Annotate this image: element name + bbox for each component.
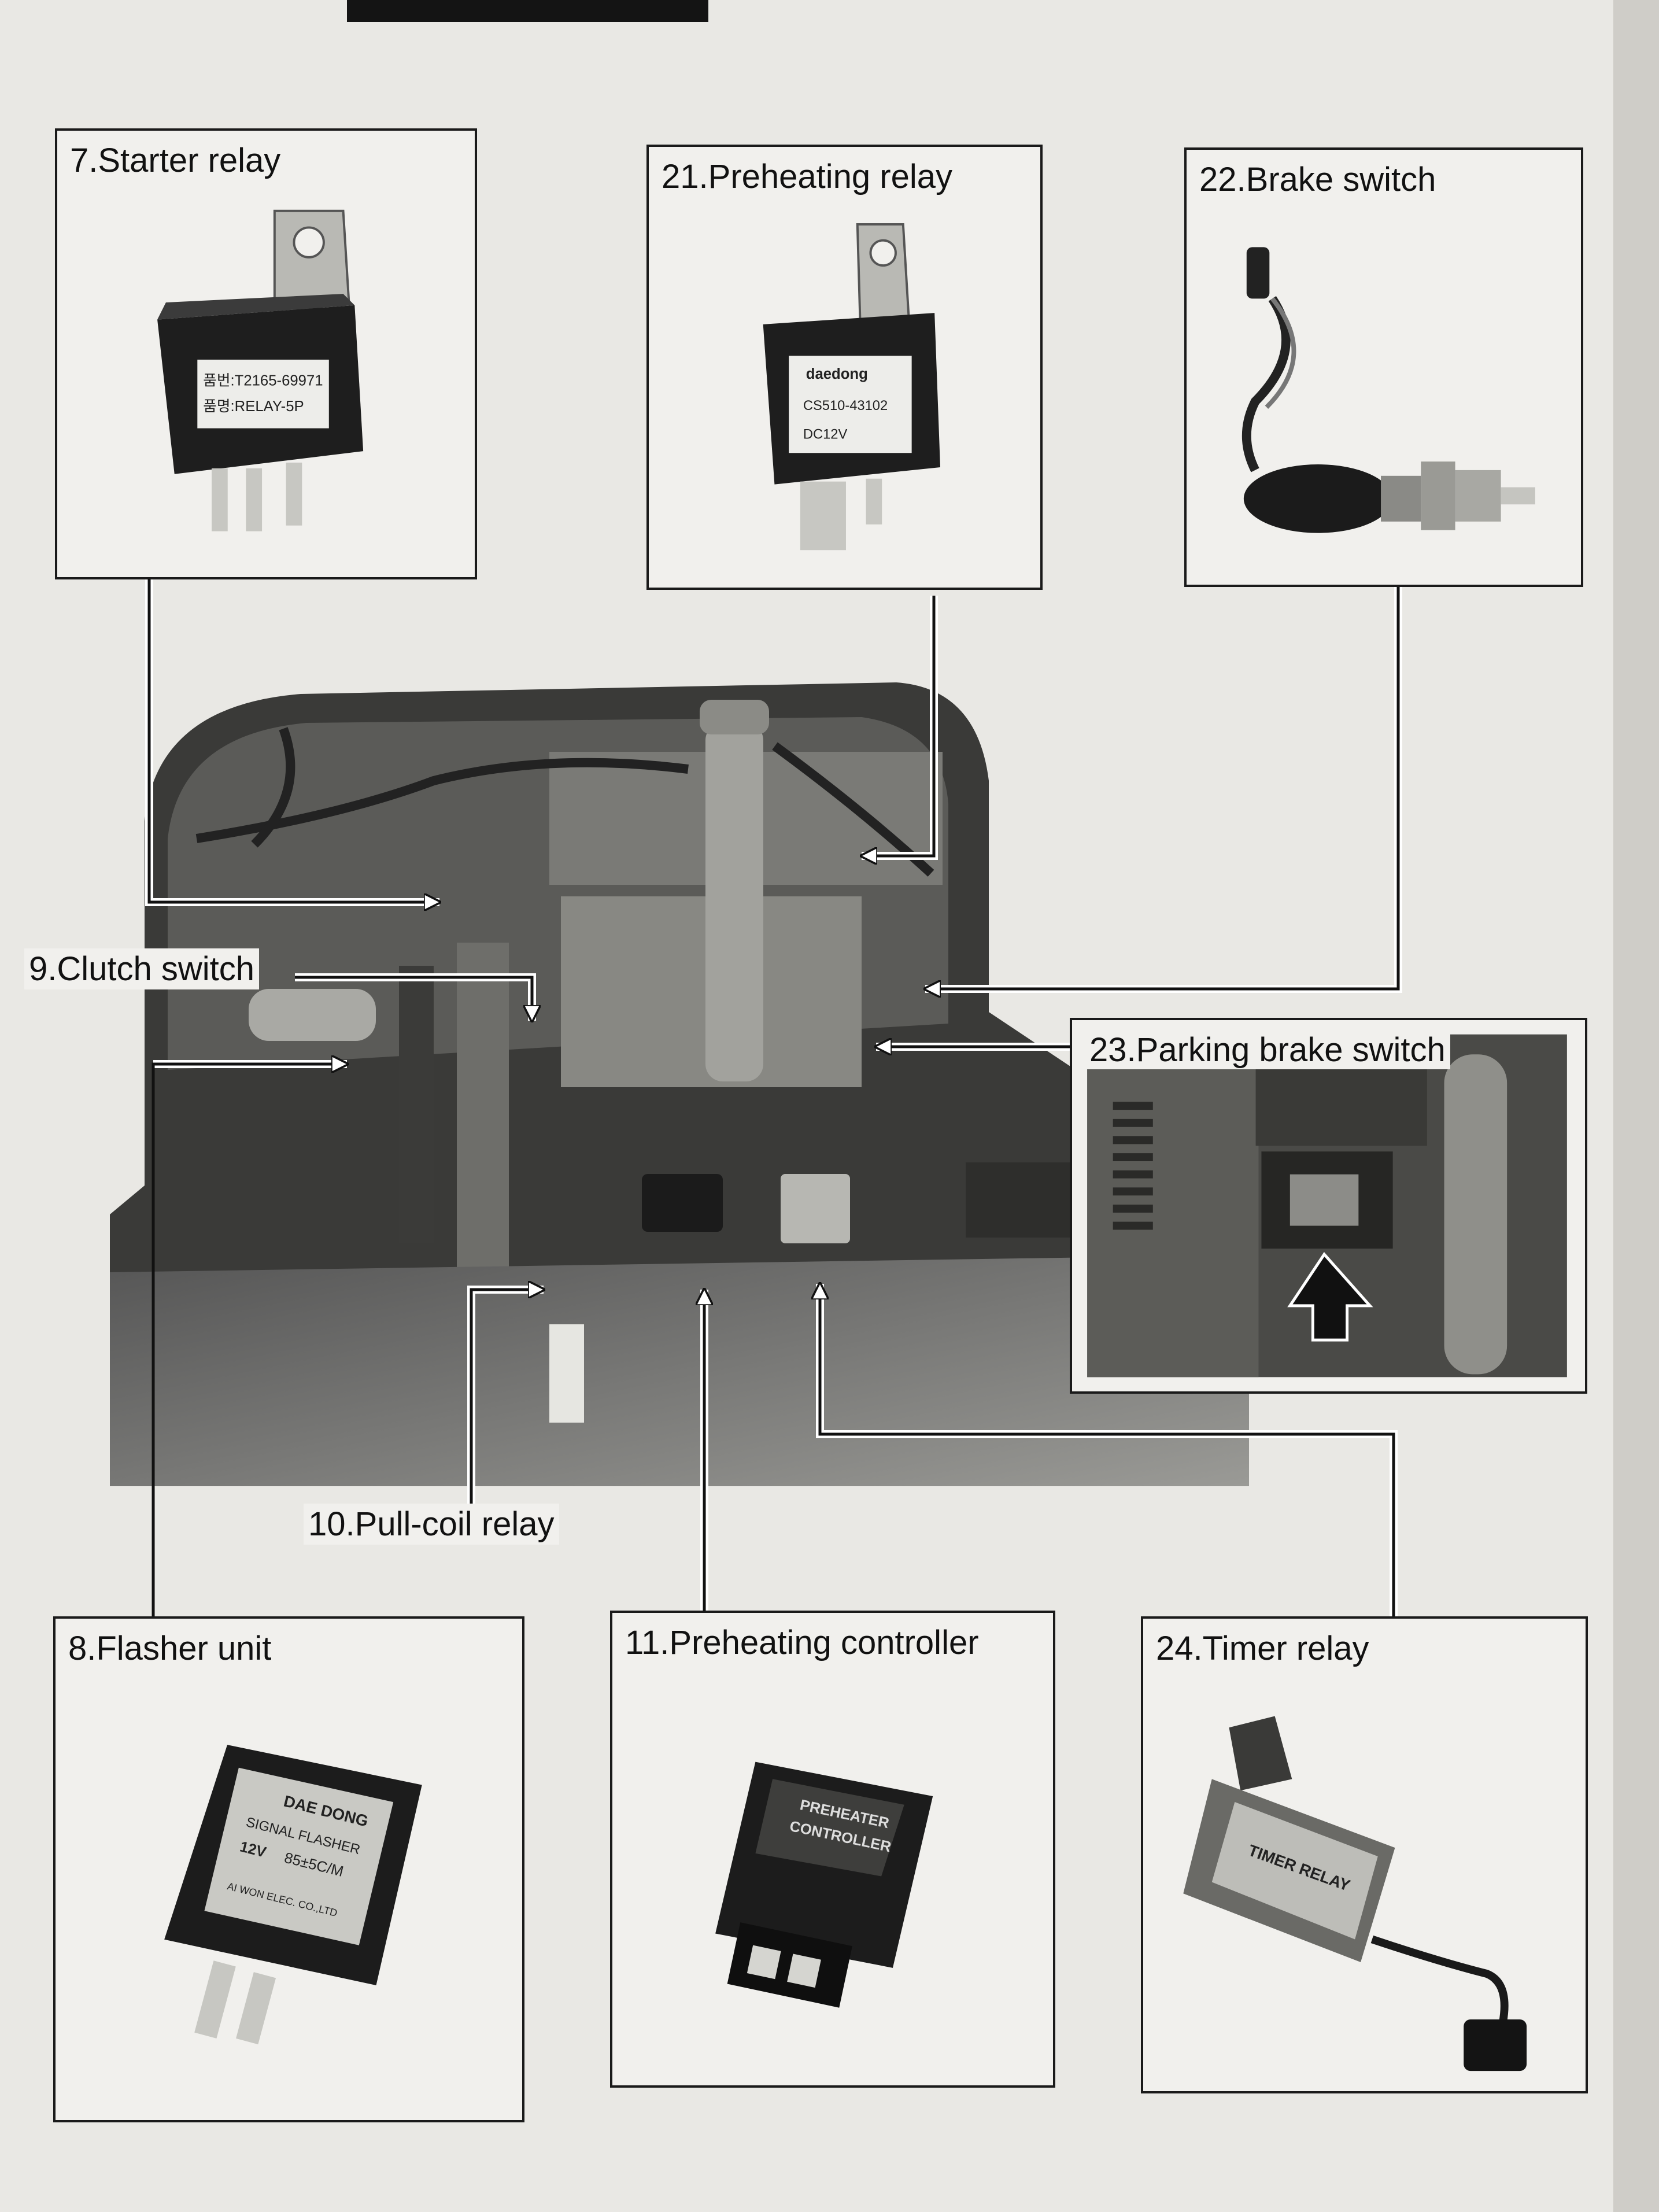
clutch-switch-label: 9.Clutch switch bbox=[24, 948, 260, 989]
preheating-relay-voltage: DC12V bbox=[803, 427, 848, 442]
parking-brake-switch-image bbox=[1087, 1034, 1567, 1378]
starter-relay-marking-2: 품명:RELAY-5P bbox=[203, 398, 304, 415]
brake-switch-image bbox=[1242, 247, 1535, 533]
preheating-controller-image: PREHEATER CONTROLLER bbox=[715, 1762, 933, 2008]
page-header-tab bbox=[347, 0, 708, 22]
starter-relay-image: 품번:T2165-69971 품명:RELAY-5P bbox=[157, 209, 364, 531]
preheating-relay-brand: daedong bbox=[806, 366, 868, 382]
preheating-relay-part-no: CS510-43102 bbox=[803, 398, 888, 413]
flasher-unit-image: DAE DONG SIGNAL FLASHER 12V 85±5C/M AI W… bbox=[164, 1745, 422, 2045]
pull-coil-relay-label: 10.Pull-coil relay bbox=[304, 1504, 559, 1545]
preheating-relay-image: daedong CS510-43102 DC12V bbox=[763, 223, 941, 551]
timer-relay-box: 24.Timer relay TIMER RELAY bbox=[1141, 1616, 1588, 2093]
page-edge bbox=[1613, 0, 1659, 2212]
preheating-relay-label: 21.Preheating relay bbox=[662, 158, 952, 195]
flasher-unit-label: 8.Flasher unit bbox=[68, 1630, 272, 1667]
starter-relay-box: 7.Starter relay 품번:T2165-69971 품명:RELAY-… bbox=[55, 128, 477, 579]
preheating-controller-label: 11.Preheating controller bbox=[625, 1624, 979, 1661]
parking-brake-switch-box: 23.Parking brake switch bbox=[1070, 1018, 1587, 1394]
timer-relay-label: 24.Timer relay bbox=[1156, 1630, 1369, 1667]
preheating-relay-box: 21.Preheating relay daedong CS510-43102 … bbox=[646, 145, 1043, 590]
timer-relay-image: TIMER RELAY bbox=[1183, 1716, 1527, 2071]
brake-switch-label: 22.Brake switch bbox=[1199, 161, 1436, 198]
starter-relay-marking-1: 품번:T2165-69971 bbox=[203, 372, 323, 389]
flasher-unit-box: 8.Flasher unit DAE DONG SIGNAL FLASHER 1… bbox=[53, 1616, 524, 2122]
preheating-controller-box: 11.Preheating controller PREHEATER CONTR… bbox=[610, 1611, 1055, 2088]
brake-switch-box: 22.Brake switch bbox=[1184, 147, 1583, 587]
parking-brake-switch-label: 23.Parking brake switch bbox=[1085, 1031, 1450, 1069]
starter-relay-label: 7.Starter relay bbox=[70, 142, 281, 179]
